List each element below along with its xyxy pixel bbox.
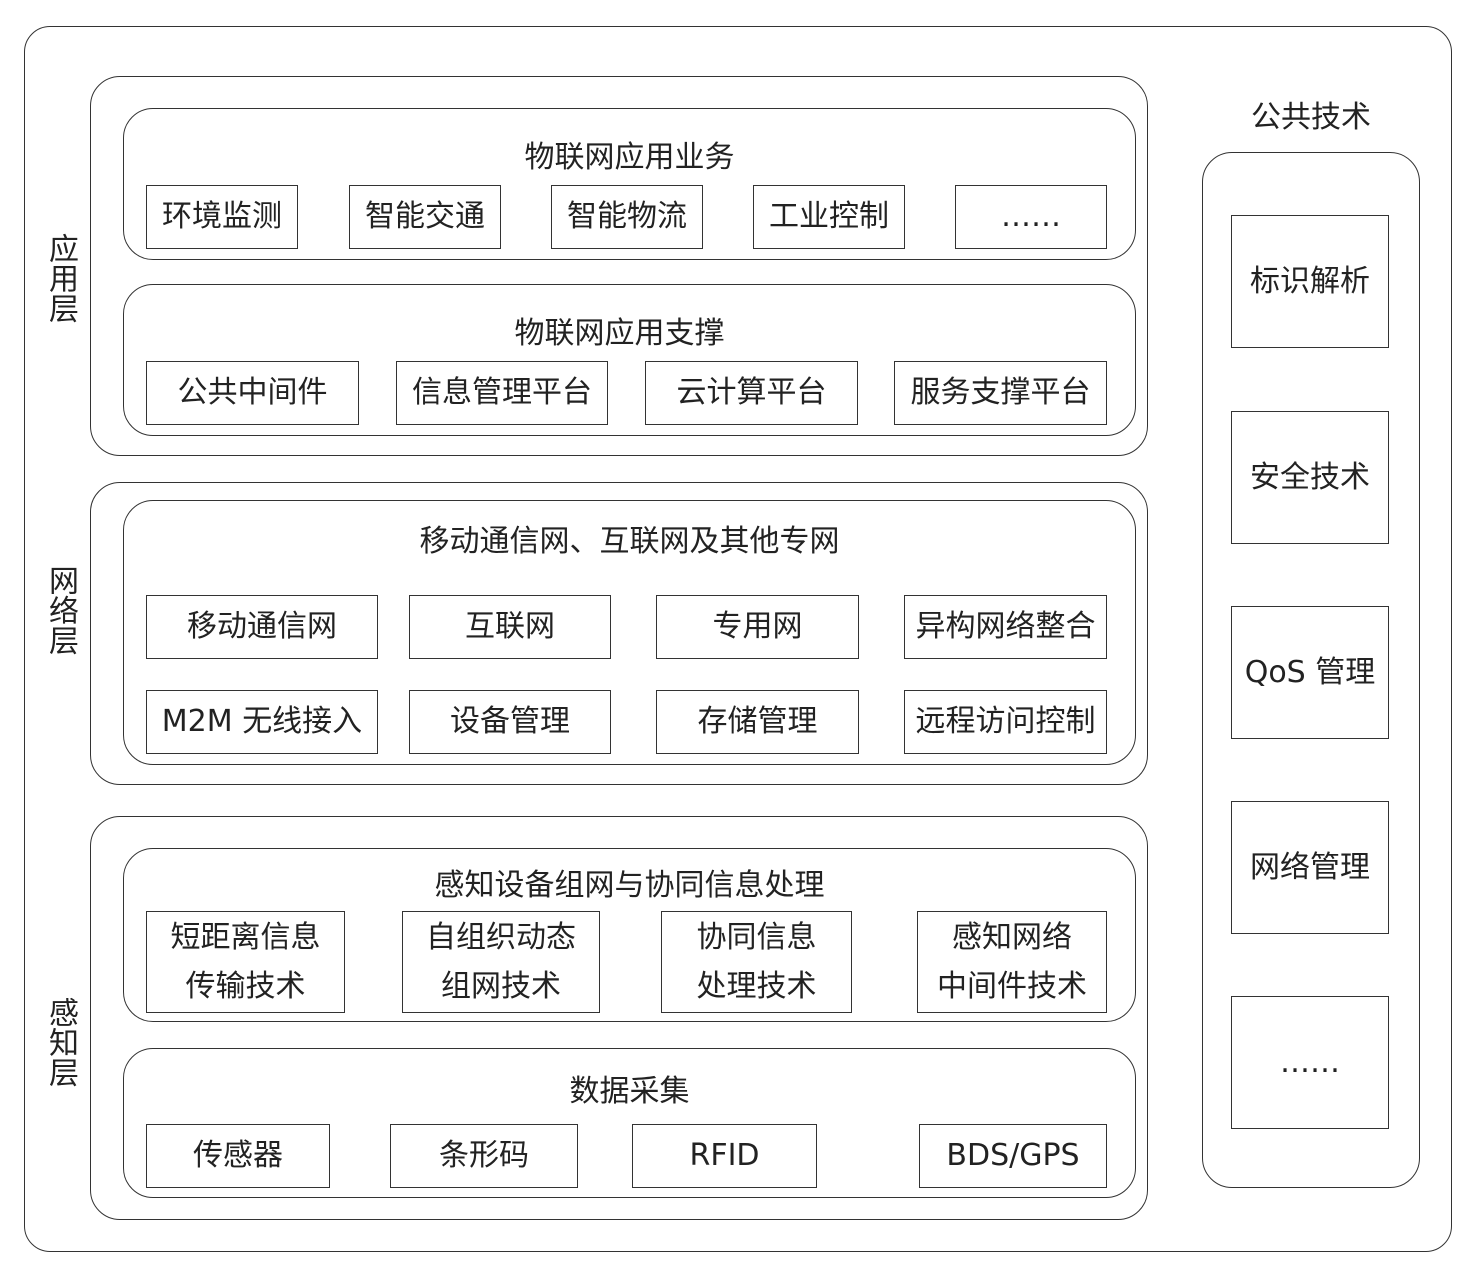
side-label-application: 应用层 <box>43 233 78 323</box>
perception-networking-title: 感知设备组网与协同信息处理 <box>434 868 825 903</box>
collection-item: RFID <box>632 1124 817 1188</box>
support-item: 云计算平台 <box>645 361 858 425</box>
collection-item: 条形码 <box>390 1124 578 1188</box>
network-item: 异构网络整合 <box>904 595 1107 659</box>
perception-collection-title: 数据采集 <box>569 1074 690 1109</box>
networking-item-line: 感知网络 <box>952 919 1072 955</box>
collection-item: BDS/GPS <box>919 1124 1107 1188</box>
networking-item: 感知网络 中间件技术 <box>917 911 1107 1013</box>
public-tech-item: 标识解析 <box>1231 215 1389 348</box>
application-support-title: 物联网应用支撑 <box>514 316 725 351</box>
public-tech-title: 公共技术 <box>1251 100 1371 135</box>
business-item: 智能交通 <box>349 185 501 249</box>
business-item: 工业控制 <box>753 185 905 249</box>
support-item: 公共中间件 <box>146 361 359 425</box>
side-label-perception: 感知层 <box>43 997 78 1087</box>
network-item: 移动通信网 <box>146 595 378 659</box>
side-label-network: 网络层 <box>43 565 78 655</box>
network-title: 移动通信网、互联网及其他专网 <box>419 524 840 559</box>
business-item: 环境监测 <box>146 185 298 249</box>
networking-item-line: 短距离信息 <box>170 919 321 955</box>
networking-item-line: 协同信息 <box>696 919 817 955</box>
networking-item-line: 中间件技术 <box>937 969 1087 1004</box>
network-item: M2M 无线接入 <box>146 690 378 754</box>
networking-item-line: 处理技术 <box>696 969 817 1004</box>
network-item: 远程访问控制 <box>904 690 1107 754</box>
collection-item: 传感器 <box>146 1124 330 1188</box>
public-tech-item: 网络管理 <box>1231 801 1389 934</box>
public-tech-item: 安全技术 <box>1231 411 1389 544</box>
public-tech-item: QoS 管理 <box>1231 606 1389 739</box>
networking-item-line: 组网技术 <box>441 969 561 1004</box>
networking-item: 协同信息 处理技术 <box>661 911 852 1013</box>
networking-item-line: 传输技术 <box>185 969 306 1004</box>
network-item: 存储管理 <box>656 690 859 754</box>
public-tech-item-ellipsis: …… <box>1231 996 1389 1129</box>
business-item-ellipsis: …… <box>955 185 1107 249</box>
networking-item-line: 自组织动态 <box>426 919 576 955</box>
network-item: 专用网 <box>656 595 859 659</box>
support-item: 服务支撑平台 <box>894 361 1107 425</box>
support-item: 信息管理平台 <box>396 361 608 425</box>
network-item: 互联网 <box>409 595 611 659</box>
networking-item: 短距离信息 传输技术 <box>146 911 345 1013</box>
networking-item: 自组织动态 组网技术 <box>402 911 600 1013</box>
application-business-title: 物联网应用业务 <box>524 140 735 175</box>
network-item: 设备管理 <box>409 690 611 754</box>
business-item: 智能物流 <box>551 185 703 249</box>
